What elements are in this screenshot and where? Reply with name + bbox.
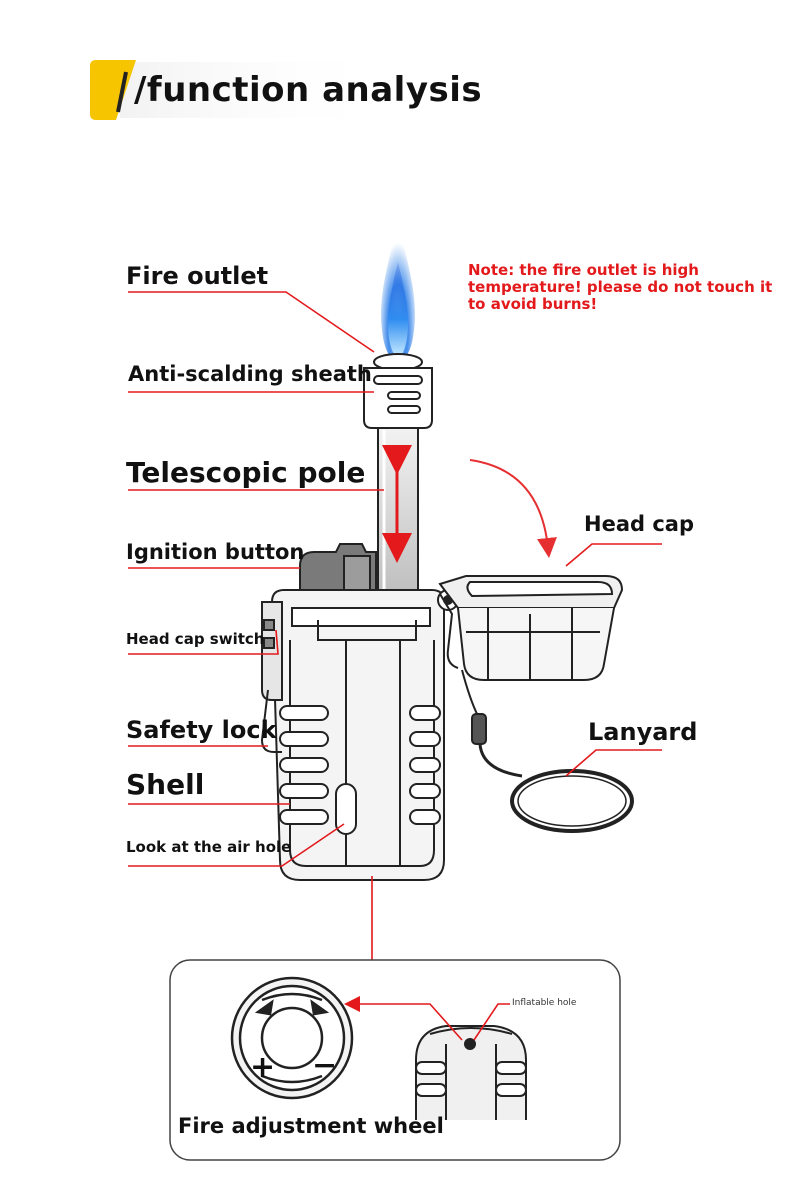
label-fire-adjustment-wheel: Fire adjustment wheel: [178, 1114, 444, 1138]
lighter-top-closeup: [415, 1025, 527, 1120]
label-air-hole: Look at the air hole: [126, 838, 292, 856]
fire-adjustment-wheel-icon: [230, 976, 354, 1100]
anti-scalding-sheath: [363, 353, 433, 429]
warning-note: Note: the fire outlet is high temperatur…: [468, 261, 773, 313]
head-cap: [438, 575, 624, 681]
wheel-plus-symbol: +: [250, 1050, 276, 1085]
header-accent: [90, 60, 390, 120]
wheel-minus-symbol: −: [312, 1048, 338, 1083]
leader-lines: [128, 291, 662, 960]
label-anti-scalding-sheath: Anti-scalding sheath: [128, 362, 372, 386]
label-head-cap-switch: Head cap switch: [126, 630, 265, 648]
label-head-cap: Head cap: [584, 512, 694, 536]
flame-icon: [380, 222, 416, 362]
label-lanyard: Lanyard: [588, 718, 698, 746]
slash-mark: [116, 71, 128, 113]
inset-leader-lines: [344, 996, 510, 1041]
label-telescopic-pole: Telescopic pole: [126, 456, 366, 489]
label-safety-lock: Safety lock: [126, 716, 277, 744]
label-fire-outlet: Fire outlet: [126, 262, 269, 290]
ignition-button: [299, 543, 377, 601]
label-shell: Shell: [126, 768, 205, 801]
page-title: /function analysis: [134, 70, 483, 110]
lighter-shell: [260, 589, 459, 881]
cap-close-arrow: [469, 459, 557, 558]
air-hole-window: [335, 783, 357, 835]
inflatable-hole-icon: [464, 1038, 476, 1050]
telescopic-pole: [377, 427, 419, 601]
label-ignition-button: Ignition button: [126, 540, 305, 564]
label-inflatable-hole: Inflatable hole: [512, 998, 577, 1008]
